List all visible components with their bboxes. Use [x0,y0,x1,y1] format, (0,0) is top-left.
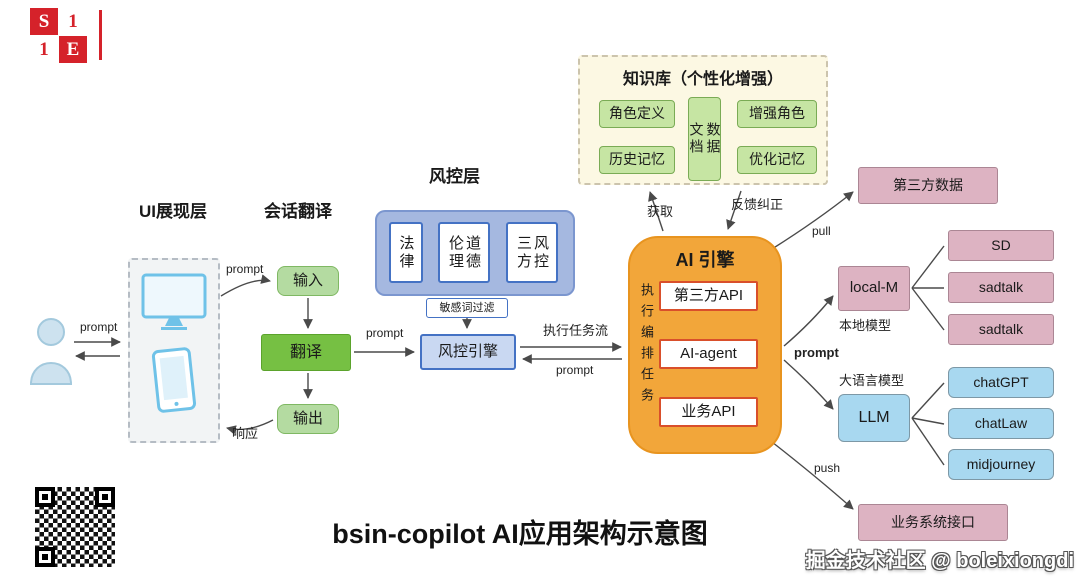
logo-cell-s: S [30,8,58,35]
third-party-api-node: 第三方API [659,281,758,311]
kb-document-data: 文档数据 [688,97,722,181]
ui-layer-panel [128,258,220,443]
kb-history-memory: 历史记忆 [599,146,675,174]
edge-label-prompt-person: prompt [80,320,118,334]
qr-finder-icon [95,487,115,507]
business-interface-node: 业务系统接口 [858,504,1008,541]
qr-finder-icon [35,547,55,567]
sadtalk-node-2: sadtalk [948,314,1054,345]
sensitive-word-filter-tag: 敏感词过滤 [426,298,508,318]
session-title: 会话翻译 [264,202,332,221]
edge-label-prompt-back: prompt [556,363,594,377]
arrow-ai-pull-thirdparty [771,191,854,250]
arrow-ai-to-llm [783,359,834,410]
qr-code [31,483,119,571]
sd-node: SD [948,230,1054,261]
ai-agent-node: AI-agent [659,339,758,369]
kb-role-definition: 角色定义 [599,100,675,128]
output-node: 输出 [277,404,339,434]
logo-cell-e: E [59,36,87,63]
knowledge-base-title: 知识库（个性化增强） [622,71,783,88]
llm-node: LLM [838,394,910,442]
translate-node: 翻译 [261,334,351,371]
edge-label-feedback: 反馈纠正 [731,197,784,212]
logo-cell-1a: 1 [59,8,87,35]
monitor-icon [141,273,207,330]
edge-label-prompt-ui-input: prompt [226,262,264,276]
logo-divider [99,10,102,60]
risk-law-label: 法律 [397,234,415,271]
kb-enhance-role: 增强角色 [737,100,817,128]
watermark: 掘金技术社区 @ boleixiongdi [805,550,1074,572]
edge-label-push: push [814,461,841,475]
tablet-icon [151,347,197,413]
chatlaw-node: chatLaw [948,408,1054,439]
sadtalk-node-1: sadtalk [948,272,1054,303]
input-node: 输入 [277,266,339,296]
ai-engine-title: AI 引擎 [675,250,735,270]
edge-label-prompt-llm: prompt [794,345,839,360]
risk-thirdparty-node: 三方风控 [506,222,558,283]
llm-caption: 大语言模型 [839,373,905,388]
line-localm-sd [911,245,945,289]
business-api-node: 业务API [659,397,758,427]
edge-label-exec-task-flow: 执行任务流 [543,323,609,338]
arrow-ui-to-input [220,274,271,297]
arrow-ai-to-localm [783,295,834,347]
third-party-data-node: 第三方数据 [858,167,998,204]
risk-engine-node: 风控引擎 [420,334,516,370]
risk-law-node: 法律 [389,222,423,283]
ui-layer-title: UI展现层 [139,202,207,221]
diagram-title: bsin-copilot AI应用架构示意图 [332,519,708,549]
midjourney-node: midjourney [948,449,1054,480]
logo-cell-1b: 1 [30,36,58,63]
risk-layer-title: 风控层 [429,167,480,186]
user-icon [29,318,73,385]
edge-label-fetch: 获取 [647,204,674,219]
local-model-node: local-M [838,266,910,311]
kb-optimize-memory: 优化记忆 [737,146,817,174]
kb-document-data-label: 文档数据 [688,122,722,156]
edge-label-response: 响应 [232,426,259,441]
ai-orchestration-label: 执行编排任务 [639,283,654,409]
edge-label-pull: pull [812,224,831,238]
risk-ethics-label: 伦理道德 [447,234,481,271]
edge-label-prompt-translate: prompt [366,326,404,340]
line-llm-chatlaw [911,417,945,425]
risk-thirdparty-label: 三方风控 [515,234,549,271]
qr-finder-icon [35,487,55,507]
arrow-ai-push-business [771,441,854,510]
line-llm-chatgpt [911,382,945,419]
line-localm-sadtalk2 [911,287,945,331]
local-model-caption: 本地模型 [839,318,892,333]
risk-ethics-node: 伦理道德 [438,222,490,283]
line-llm-midjourney [911,417,945,466]
chatgpt-node: chatGPT [948,367,1054,398]
